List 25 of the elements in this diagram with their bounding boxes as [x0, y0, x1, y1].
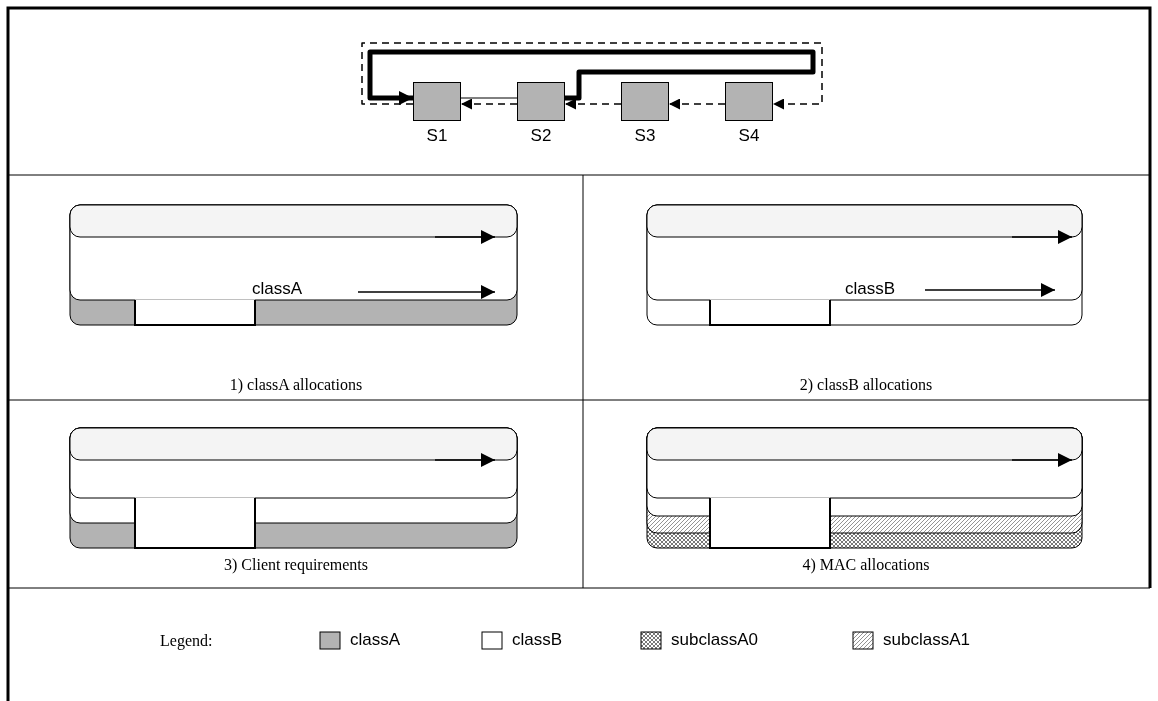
legend-title: Legend: — [160, 632, 213, 650]
legend-label: subclassA0 — [671, 631, 758, 650]
legend-label: classB — [512, 631, 563, 650]
arrow — [668, 98, 726, 110]
legend-label: subclassA1 — [883, 631, 970, 650]
station-box — [517, 82, 565, 121]
panel-caption: 2) classB allocations — [798, 376, 934, 394]
station-box — [621, 82, 669, 121]
legend-label: classA — [350, 631, 401, 650]
flow-label: classA — [252, 280, 303, 299]
arrow — [367, 49, 816, 105]
panel-caption: 4) MAC allocations — [801, 556, 931, 574]
arrow — [564, 98, 622, 110]
station-label: S3 — [633, 127, 657, 146]
station-box — [413, 82, 461, 121]
panel-caption: 1) classA allocations — [228, 376, 364, 394]
connector-line — [460, 97, 518, 99]
arrow — [460, 98, 518, 110]
arrow — [361, 42, 823, 110]
flow-label: classB — [845, 280, 896, 299]
station-label: S2 — [529, 127, 553, 146]
station-label: S1 — [425, 127, 449, 146]
station-box — [725, 82, 773, 121]
panel-caption: 3) Client requirements — [223, 556, 369, 574]
station-label: S4 — [737, 127, 761, 146]
